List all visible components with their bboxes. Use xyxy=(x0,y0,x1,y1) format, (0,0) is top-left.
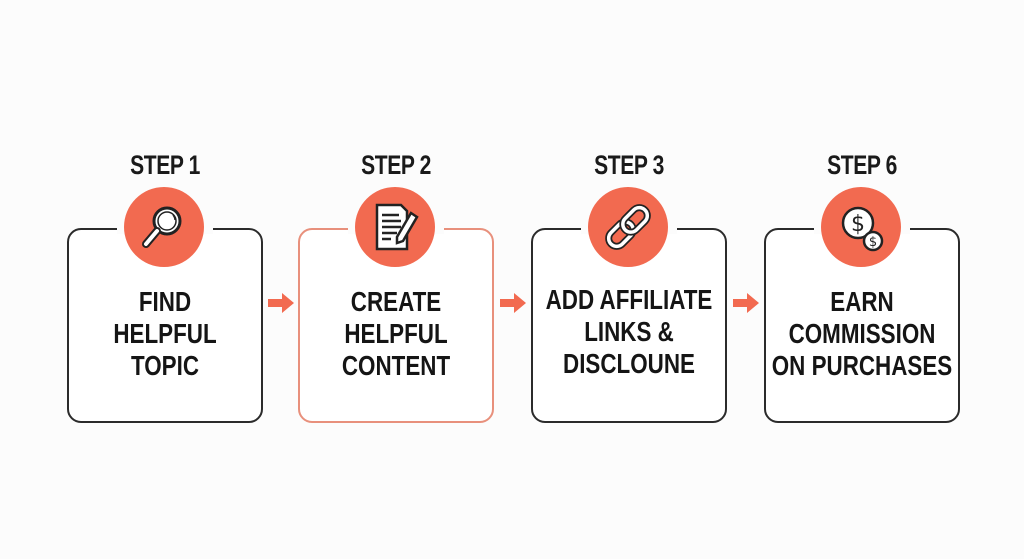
arrow-right-icon xyxy=(268,293,294,313)
step-label: STEP 6 xyxy=(827,150,897,180)
step-title: EARN COMMISSION ON PURCHASES xyxy=(771,286,953,381)
svg-text:$: $ xyxy=(851,212,865,237)
step-label: STEP 1 xyxy=(130,150,200,180)
step-label: STEP 2 xyxy=(361,150,431,180)
step-label: STEP 3 xyxy=(594,150,664,180)
magnifier-icon xyxy=(124,187,204,267)
step-title: CREATE HELPFUL CONTENT xyxy=(341,286,451,381)
dollar-coins-icon: $$ xyxy=(821,187,901,267)
arrow-right-icon xyxy=(500,293,526,313)
chain-link-icon xyxy=(588,187,668,267)
svg-text:$: $ xyxy=(869,235,877,250)
step-title: ADD AFFILIATE LINKS & DISCLOUNE xyxy=(545,284,713,379)
step-title: FIND HELPFUL TOPIC xyxy=(113,286,217,381)
arrow-right-icon xyxy=(733,293,759,313)
document-pen-icon xyxy=(355,187,435,267)
